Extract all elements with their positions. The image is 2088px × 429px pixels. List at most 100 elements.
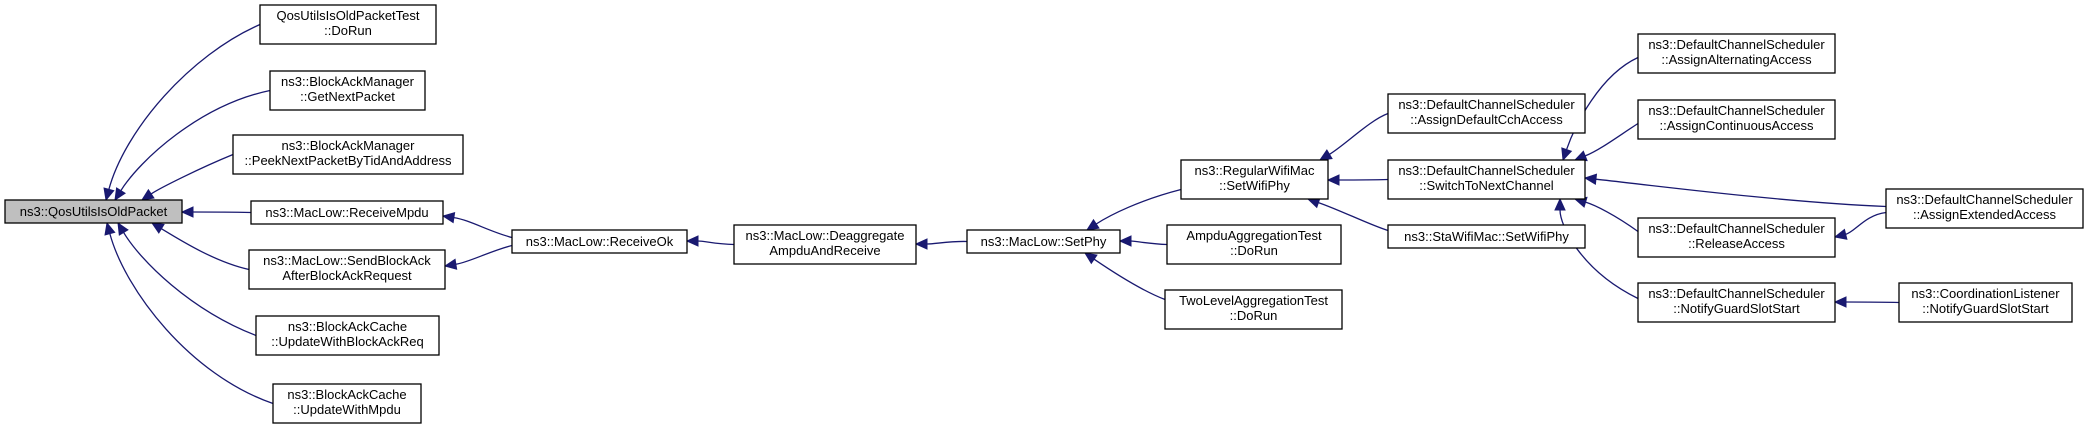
arrowhead [103, 187, 115, 202]
node-box [511, 229, 688, 254]
node-rwmSetPhy[interactable]: ns3::RegularWifiMac::SetWifiPhy [1180, 159, 1329, 200]
node-label-line: ns3::DefaultChannelScheduler [1896, 192, 2073, 207]
arrowhead [150, 222, 165, 234]
edge-line [109, 233, 274, 405]
node-label-line: ns3::RegularWifiMac [1195, 163, 1315, 178]
node-swmSetPhy[interactable]: ns3::StaWifiMac::SetWifiPhy [1387, 224, 1586, 249]
node-dcsGuard[interactable]: ns3::DefaultChannelScheduler::NotifyGuar… [1637, 282, 1836, 323]
node-dcsDefCch[interactable]: ns3::DefaultChannelScheduler::AssignDefa… [1387, 93, 1586, 134]
edge-bamPeek-to-root [140, 153, 234, 201]
node-box [250, 200, 444, 225]
arrowhead [914, 238, 928, 250]
arrowhead [140, 188, 155, 201]
node-label-line: ns3::MacLow::SendBlockAck [263, 253, 431, 268]
node-label-line: ns3::BlockAckManager [282, 138, 416, 153]
node-mlRecvOk[interactable]: ns3::MacLow::ReceiveOk [511, 229, 688, 254]
edge-line [108, 23, 261, 190]
node-label-line: ::DoRun [1230, 308, 1278, 323]
edge-dcsExt-to-dcsSwitch [1583, 173, 1887, 208]
edge-dcsExt-to-dcsRelease [1833, 211, 1887, 240]
edge-mlSetPhy-to-mlDeagg [914, 238, 968, 250]
edge-line [1845, 211, 1887, 235]
node-label-line: ns3::MacLow::ReceiveMpdu [265, 205, 428, 220]
node-label-line: ::AssignAlternatingAccess [1661, 52, 1812, 67]
node-dcsCont[interactable]: ns3::DefaultChannelScheduler::AssignCont… [1637, 99, 1836, 140]
node-label-line: ::GetNextPacket [300, 89, 395, 104]
node-label-line: ::NotifyGuardSlotStart [1922, 301, 2049, 316]
node-ampduTest[interactable]: AmpduAggregationTest::DoRun [1166, 224, 1342, 265]
node-label-line: AfterBlockAckRequest [282, 268, 412, 283]
edge-bacMpdu-to-root [104, 221, 274, 405]
node-label-line: QosUtilsIsOldPacketTest [276, 8, 419, 23]
edge-line [1595, 178, 1887, 208]
node-bacMpdu[interactable]: ns3::BlockAckCache::UpdateWithMpdu [272, 383, 422, 424]
edge-dcsAlt-to-dcsSwitch [1561, 56, 1639, 162]
edge-mlRecvOk-to-mlRecvMpdu [441, 211, 513, 239]
node-label-line: ::ReleaseAccess [1688, 236, 1785, 251]
node-label-line: ns3::DefaultChannelScheduler [1398, 163, 1575, 178]
node-dcsAlt[interactable]: ns3::DefaultChannelScheduler::AssignAlte… [1637, 33, 1836, 74]
edge-qosTest-to-root [103, 23, 261, 202]
node-mlSendBA[interactable]: ns3::MacLow::SendBlockAckAfterBlockAckRe… [248, 249, 446, 290]
arrowhead [1833, 296, 1847, 308]
node-label-line: ns3::BlockAckCache [288, 319, 407, 334]
node-label-line: ::SwitchToNextChannel [1419, 178, 1554, 193]
node-label-line: ns3::BlockAckCache [287, 387, 406, 402]
node-label-line: ::AssignExtendedAccess [1913, 207, 2057, 222]
edge-line [1559, 209, 1639, 300]
node-clGuard[interactable]: ns3::CoordinationListener::NotifyGuardSl… [1898, 282, 2073, 323]
edge-ampduTest-to-mlSetPhy [1118, 235, 1168, 247]
node-box [733, 224, 917, 265]
edge-rwmSetPhy-to-mlSetPhy [1085, 188, 1182, 231]
node-box [1637, 33, 1836, 74]
edge-line [1584, 122, 1639, 157]
edge-line [926, 240, 968, 245]
node-mlSetPhy[interactable]: ns3::MacLow::SetPhy [966, 229, 1121, 254]
node-box [1637, 99, 1836, 140]
arrowhead [1118, 235, 1132, 247]
edge-line [1338, 178, 1389, 181]
edge-line [697, 240, 735, 246]
node-box [248, 249, 446, 290]
edge-line [1329, 112, 1389, 155]
node-bamPeek[interactable]: ns3::BlockAckManager::PeekNextPacketByTi… [232, 134, 464, 175]
edge-mlSendBA-to-root [150, 222, 250, 271]
node-mlRecvMpdu[interactable]: ns3::MacLow::ReceiveMpdu [250, 200, 444, 225]
arrowhead [180, 206, 194, 218]
arrowhead [1084, 252, 1098, 265]
node-dcsExt[interactable]: ns3::DefaultChannelScheduler::AssignExte… [1885, 188, 2084, 229]
edge-swmSetPhy-to-rwmSetPhy [1306, 197, 1389, 232]
edge-line [150, 153, 234, 195]
node-dcsSwitch[interactable]: ns3::DefaultChannelScheduler::SwitchToNe… [1387, 159, 1586, 200]
node-dcsRelease[interactable]: ns3::DefaultChannelScheduler::ReleaseAcc… [1637, 217, 1836, 258]
edge-line [1318, 201, 1389, 232]
node-box [1637, 217, 1836, 258]
node-twoLevel[interactable]: TwoLevelAggregationTest::DoRun [1164, 289, 1343, 330]
arrowhead [1554, 197, 1566, 211]
node-box [966, 229, 1121, 254]
edge-mlRecvMpdu-to-root [180, 206, 252, 218]
node-bacBAR[interactable]: ns3::BlockAckCache::UpdateWithBlockAckRe… [255, 315, 440, 356]
node-bamGetNext[interactable]: ns3::BlockAckManager::GetNextPacket [269, 70, 426, 111]
node-label-line: ns3::StaWifiMac::SetWifiPhy [1404, 229, 1569, 244]
node-box [1637, 282, 1836, 323]
arrowhead [1561, 147, 1573, 162]
node-box [232, 134, 464, 175]
edge-line [1093, 258, 1166, 301]
node-qosTest[interactable]: QosUtilsIsOldPacketTest::DoRun [259, 4, 437, 45]
arrowhead [104, 221, 116, 236]
node-box [255, 315, 440, 356]
node-label-line: TwoLevelAggregationTest [1179, 293, 1328, 308]
edge-line [192, 211, 252, 214]
arrowhead [1583, 173, 1598, 185]
node-label-line: ns3::BlockAckManager [281, 74, 415, 89]
node-label-line: ns3::MacLow::ReceiveOk [526, 234, 674, 249]
arrowhead [1326, 174, 1340, 186]
node-box [1166, 224, 1342, 265]
arrowhead [117, 221, 129, 236]
node-root[interactable]: ns3::QosUtilsIsOldPacket [4, 199, 183, 224]
node-label-line: ns3::DefaultChannelScheduler [1648, 37, 1825, 52]
edge-mlRecvOk-to-mlSendBA [443, 244, 513, 270]
